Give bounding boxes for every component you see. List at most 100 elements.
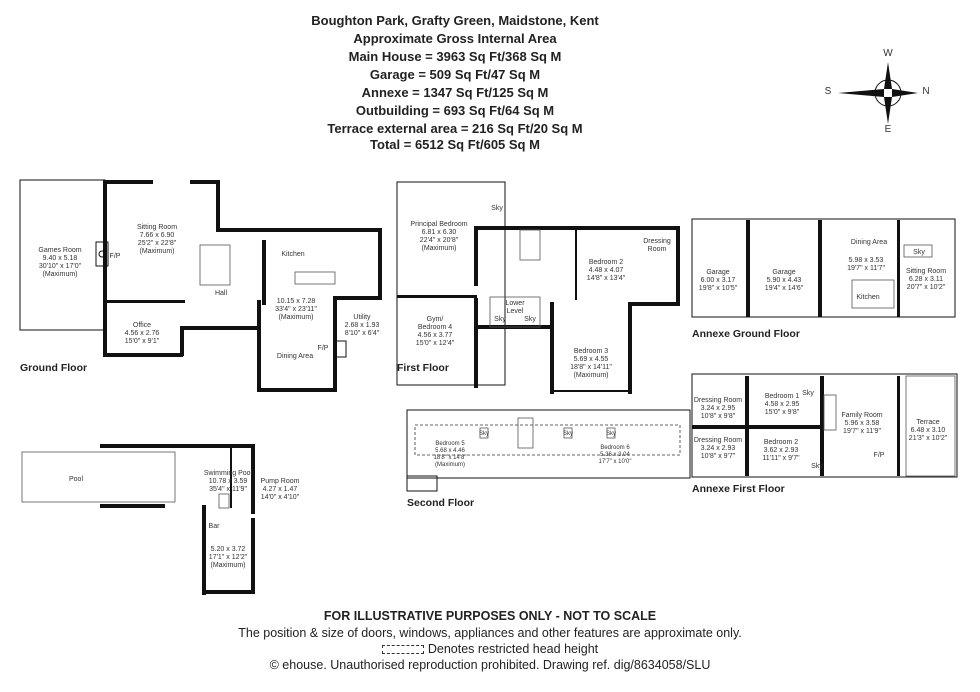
fireplace-label: F/P (109, 253, 121, 260)
room-dim-ft: 8'10" x 6'4" (344, 330, 380, 337)
room-name: Swimming Pool (203, 470, 253, 477)
room-dim-m: 3.62 x 2.93 (763, 447, 799, 454)
skylight-label: Sky (491, 205, 503, 212)
room-dim-m: 4.56 x 3.77 (417, 332, 453, 339)
room-dim-ft: 18'8" x 14'8" (433, 455, 467, 461)
property-address: Boughton Park, Grafty Green, Maidstone, … (311, 13, 599, 28)
room-name: Bedroom 3 (573, 348, 609, 355)
floor-label-ground: Ground Floor (20, 362, 88, 374)
room-annexe-dining: Dining Area (850, 239, 888, 246)
room-dim-m: 5.68 x 4.46 (435, 448, 465, 454)
room-dim-ft: 17'7" x 10'0" (598, 459, 632, 465)
room-bar: Bar (208, 523, 220, 530)
room-dim-ft: 19'4" x 14'6" (764, 285, 804, 292)
room-dim-ft: 15'0" x 9'8" (764, 409, 800, 416)
outbuilding-plan (21, 444, 255, 595)
room-dining: Dining Area (276, 353, 314, 360)
skylight-label: Sky (605, 431, 617, 437)
compass-w: W (883, 48, 893, 59)
room-name-2: Bedroom 4 (417, 324, 453, 331)
room-name: Utility (353, 314, 371, 321)
room-name: Office (132, 322, 152, 329)
second-floor-plan (406, 409, 691, 492)
skylight-label: Sky (562, 431, 574, 437)
room-dim-ft: 33'4" x 23'11" (275, 306, 317, 313)
floor-label-annexe-first: Annexe First Floor (692, 483, 785, 495)
room-dim-ft: 21'3" x 10'2" (908, 435, 948, 442)
ground-floor-plan (19, 179, 382, 392)
room-dim-m: 5.90 x 4.43 (766, 277, 802, 284)
room-note: (Maximum) (435, 462, 465, 468)
room-name: Pump Room (260, 478, 300, 485)
room-dim-m: 4.56 x 2.76 (124, 330, 160, 337)
approximation-note: The position & size of doors, windows, a… (238, 626, 742, 640)
area-total: Total = 6512 Sq Ft/605 Sq M (370, 137, 540, 152)
skylight-label: Sky (811, 463, 823, 470)
room-dim-m: 6.28 x 3.11 (908, 276, 944, 283)
room-dim-m: 10.78 x 3.59 (208, 478, 248, 485)
room-name: Garage (706, 269, 730, 276)
room-dim-m: 2.68 x 1.93 (344, 322, 380, 329)
room-name: Bedroom 2 (588, 259, 624, 266)
room-dim-m: 4.27 x 1.47 (262, 486, 298, 493)
room-dim-m: 5.36 x 3.04 (600, 452, 630, 458)
fireplace-label: F/P (317, 345, 329, 352)
room-dim-ft: 10'8" x 9'7" (700, 453, 736, 460)
room-dim-ft: 18'8" x 14'11" (570, 364, 612, 371)
room-name: Lower (505, 300, 525, 307)
compass-e: E (884, 124, 892, 135)
floor-label-first: First Floor (397, 362, 449, 374)
room-dim-m: 5.98 x 3.53 (848, 257, 884, 264)
skylight-label: Sky (913, 249, 925, 256)
room-dim-m: 6.81 x 6.30 (421, 229, 457, 236)
room-name: Family Room (841, 412, 883, 419)
floor-label-second: Second Floor (407, 497, 475, 509)
area-annexe: Annexe = 1347 Sq Ft/125 Sq M (361, 85, 549, 100)
room-name: Dressing (643, 238, 671, 245)
room-dim-ft: 25'2" x 22'8" (137, 240, 177, 247)
room-name: Bedroom 2 (763, 439, 799, 446)
room-dim-m: 5.20 x 3.72 (210, 546, 246, 553)
copyright: © ehouse. Unauthorised reproduction proh… (269, 658, 711, 672)
room-dim-ft: 15'0" x 12'4" (415, 340, 455, 347)
room-pool: Pool (68, 476, 84, 483)
room-name: Dressing Room (693, 397, 743, 404)
room-dim-m: 3.24 x 2.95 (700, 405, 736, 412)
first-floor-plan (396, 181, 680, 394)
room-dim-ft: 30'10" x 17'0" (38, 263, 82, 270)
room-dim-ft: 10'8" x 9'8" (700, 413, 736, 420)
room-name: Bedroom 1 (764, 393, 800, 400)
room-dim-m: 6.48 x 3.10 (910, 427, 946, 434)
room-dim-m: 5.96 x 3.58 (844, 420, 880, 427)
room-dim-ft: 15'0" x 9'1" (124, 338, 160, 345)
room-dim-ft: 35'4" x 11'9" (209, 486, 247, 493)
compass-icon (838, 62, 918, 124)
room-dim-ft: 19'8" x 10'5" (698, 285, 738, 292)
room-name: Sitting Room (905, 268, 947, 275)
room-name: Principal Bedroom (410, 221, 468, 228)
skylight-label: Sky (802, 390, 814, 397)
room-name: Dressing Room (693, 437, 743, 444)
skylight-label: Sky (524, 316, 536, 323)
floor-label-annexe-ground: Annexe Ground Floor (692, 328, 800, 340)
